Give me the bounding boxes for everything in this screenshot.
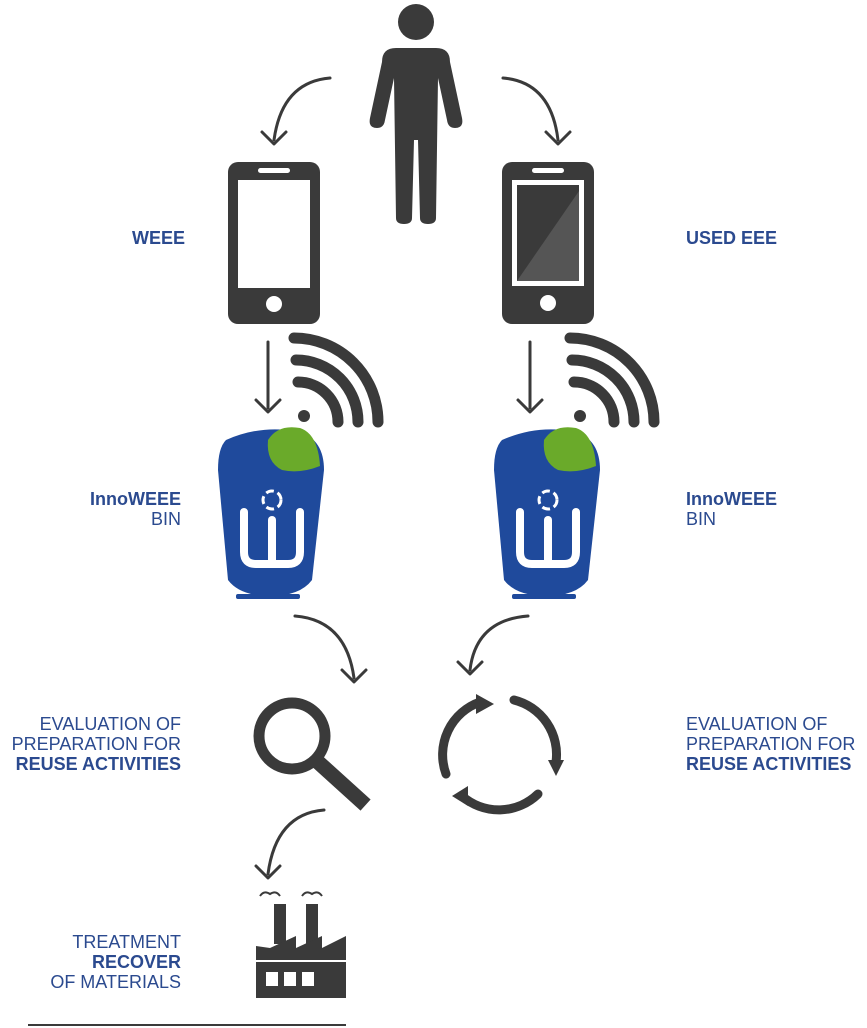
bin-right-label: InnoWEEE BIN (686, 489, 777, 529)
weee-label: WEEE (132, 228, 185, 248)
person-icon (369, 4, 463, 224)
eval-right-line2: PREPARATION FOR (686, 734, 856, 754)
wifi-signal-icon (564, 332, 660, 428)
bin-left-sub: BIN (150, 509, 181, 529)
eval-left-line1: EVALUATION OF (39, 714, 181, 734)
eval-right-label: EVALUATION OF PREPARATION FOR REUSE ACTI… (686, 714, 855, 774)
arrow-icon (293, 614, 368, 684)
recycle-cycle-icon (438, 694, 564, 815)
arrow-icon (254, 340, 282, 414)
eval-right-line1: EVALUATION OF (686, 714, 828, 734)
weee-label-text: WEEE (131, 228, 185, 248)
eval-left-label: EVALUATION OF PREPARATION FOR REUSE ACTI… (12, 714, 181, 774)
bin-icon (494, 427, 600, 599)
arrow-icon (254, 808, 326, 880)
eval-left-line3: REUSE ACTIVITIES (15, 754, 181, 774)
arrow-icon (501, 76, 572, 146)
arrow-icon (260, 76, 332, 146)
bin-left-label: InnoWEEE BIN (90, 489, 181, 529)
factory-icon (256, 891, 346, 998)
bin-right-title: InnoWEEE (686, 489, 777, 509)
treatment-label: TREATMENT RECOVER OF MATERIALS (50, 932, 181, 992)
eval-left-line2: PREPARATION FOR (11, 734, 181, 754)
wifi-signal-icon (288, 332, 384, 428)
magnifier-icon (253, 697, 371, 811)
bin-left-title: InnoWEEE (90, 489, 181, 509)
treatment-line1: TREATMENT (72, 932, 181, 952)
treatment-line3: OF MATERIALS (50, 972, 181, 992)
used-eee-label-text: USED EEE (686, 228, 778, 248)
eval-right-line3: REUSE ACTIVITIES (686, 754, 852, 774)
used-eee-label: USED EEE (686, 228, 777, 248)
treatment-line2: RECOVER (91, 952, 181, 972)
phone-icon (502, 162, 594, 324)
arrow-icon (516, 340, 544, 414)
bin-right-sub: BIN (686, 509, 717, 529)
bin-icon (218, 427, 324, 599)
phone-icon (228, 162, 320, 324)
arrow-icon (456, 614, 530, 676)
